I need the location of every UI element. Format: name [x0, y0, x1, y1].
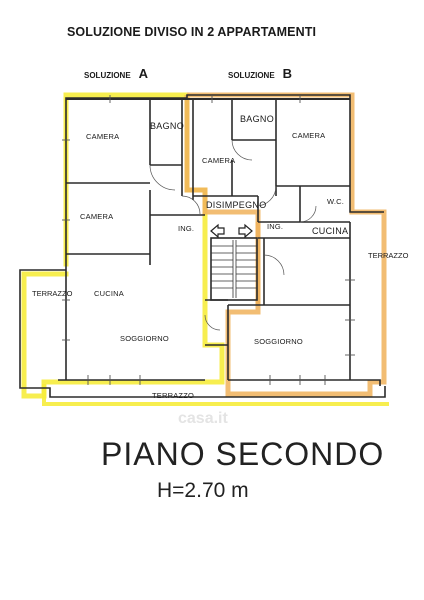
room-disimpegno: DISIMPEGNO: [206, 200, 267, 210]
solution-a-text: SOLUZIONE: [84, 71, 131, 80]
terrace-bottom-label: TERRAZZO: [152, 391, 195, 400]
solution-b-letter: B: [282, 66, 293, 81]
room-wc: W.C.: [327, 197, 345, 206]
watermark-logo: casa.it: [178, 410, 228, 427]
room-soggiorno-a: SOGGIORNO: [120, 334, 169, 343]
window-marks: [62, 95, 355, 385]
room-ing-a: ING.: [178, 224, 195, 233]
room-soggiorno-b: SOGGIORNO: [254, 337, 303, 346]
arrow-left-icon: [210, 223, 225, 239]
solution-a-letter: A: [138, 66, 149, 81]
floor-height: H=2.70 m: [157, 479, 249, 502]
arrow-right-icon: [238, 223, 253, 239]
floor-name: PIANO SECONDO: [101, 436, 385, 472]
room-camera-a2: CAMERA: [80, 212, 114, 221]
room-camera-b1: CAMERA: [202, 156, 236, 165]
room-bagno-b: BAGNO: [240, 114, 275, 124]
terrace-left-label: TERRAZZO: [32, 289, 73, 298]
terrace-right-label: TERRAZZO: [368, 251, 409, 260]
solution-a-label: SOLUZIONE A: [84, 65, 148, 83]
solution-b-label: SOLUZIONE B: [228, 65, 292, 83]
apartment-b-highlight: [184, 92, 387, 397]
plan-title: SOLUZIONE DIVISO IN 2 APPARTAMENTI: [67, 25, 317, 39]
entrance-arrows: [210, 223, 253, 239]
walls: [19, 94, 386, 398]
staircase: [211, 240, 257, 298]
room-camera-b2: CAMERA: [292, 131, 326, 140]
room-cucina-a: CUCINA: [94, 289, 124, 298]
room-cucina-b: CUCINA: [312, 226, 349, 236]
solution-b-text: SOLUZIONE: [228, 71, 275, 80]
apartment-a-highlight: [21, 92, 389, 406]
room-camera-a1: CAMERA: [86, 132, 120, 141]
room-bagno-a: BAGNO: [150, 121, 185, 131]
door-swings: [149, 139, 317, 331]
room-ing-b: ING.: [267, 222, 284, 231]
